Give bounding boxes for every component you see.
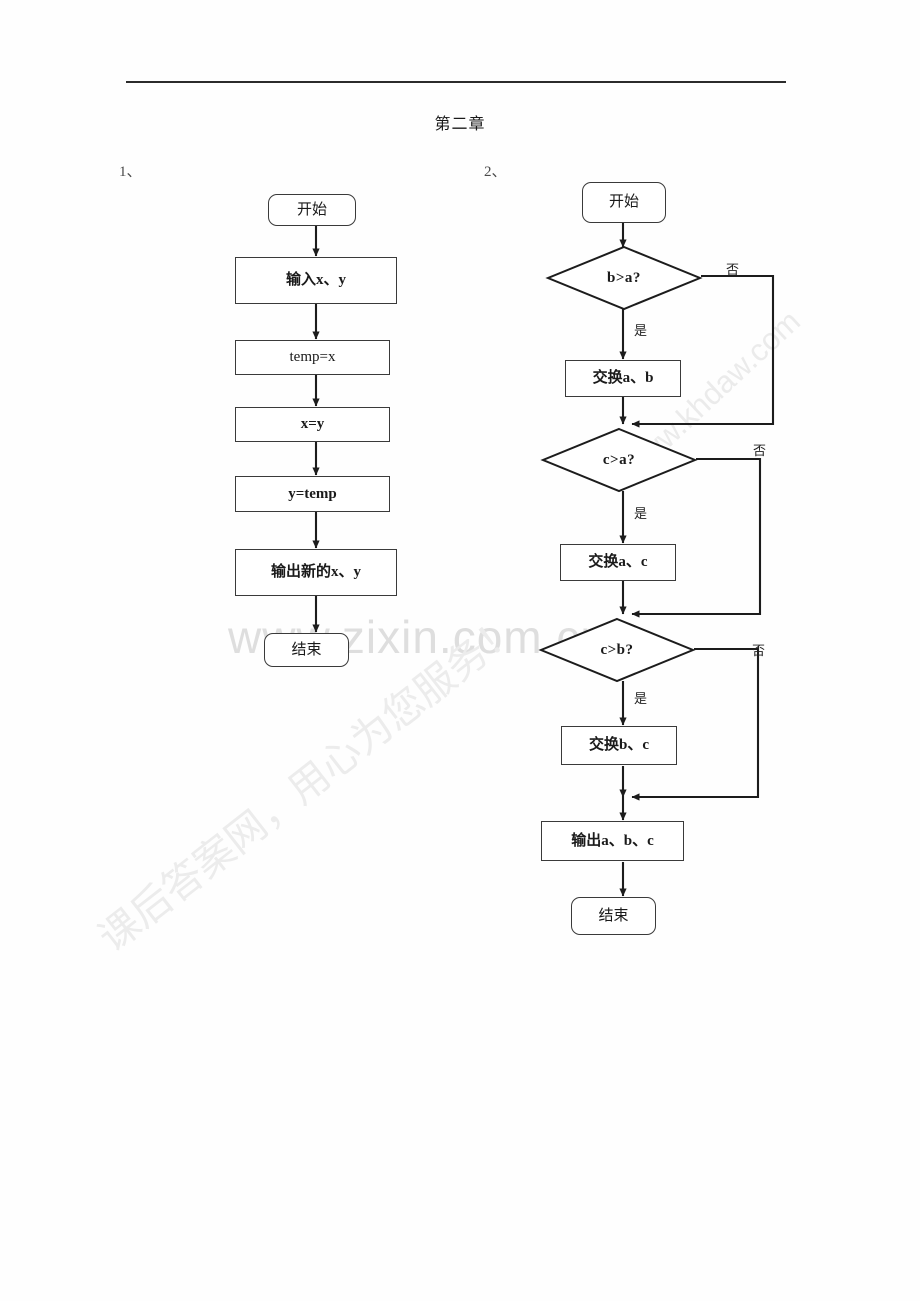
node-decision-b-gt-a: b>a? [545, 245, 703, 311]
edge-label-yes-c-gt-a: 是 [634, 506, 648, 521]
node-input-xy: 输入x、y [235, 257, 397, 304]
node-swap-b-c-label: 交换b、c [588, 737, 649, 754]
node-y-assign-label: y=temp [288, 485, 337, 502]
node-start: 开始 [582, 182, 666, 223]
flowchart-2: 开始 b>a? 否 是 交换a、b c>a? 否 是 交换a、c c>b? 否 … [460, 0, 920, 980]
node-end: 结束 [264, 633, 349, 667]
node-x-assign-label: x=y [300, 416, 325, 433]
node-end: 结束 [571, 897, 656, 935]
node-end-label: 结束 [291, 641, 322, 658]
edge-label-no-c-gt-a: 否 [753, 443, 767, 458]
node-start-label: 开始 [296, 201, 327, 218]
flowchart-1: 开始 输入x、y temp=x x=y y=temp 输出新的x、y 结束 [0, 0, 460, 720]
node-swap-a-c-label: 交换a、c [588, 554, 648, 571]
header-rule [126, 81, 786, 83]
flowchart-2-connectors [619, 223, 775, 897]
node-output-abc-label: 输出a、b、c [571, 832, 654, 849]
edge-label-yes-c-gt-b: 是 [634, 691, 648, 706]
item-number-1: 1、 [119, 164, 142, 180]
node-decision-c-gt-b: c>b? [538, 617, 696, 683]
node-swap-a-b: 交换a、b [565, 360, 681, 397]
node-x-assign: x=y [235, 407, 390, 442]
node-swap-b-c: 交换b、c [561, 726, 677, 765]
node-decision-c-gt-b-label: c>b? [600, 641, 634, 658]
node-temp-assign: temp=x [235, 340, 390, 375]
node-start: 开始 [268, 194, 356, 226]
node-swap-a-c: 交换a、c [560, 544, 676, 581]
node-output-abc: 输出a、b、c [541, 821, 684, 861]
node-start-label: 开始 [608, 194, 639, 211]
flowchart-1-connectors [312, 226, 320, 633]
edge-label-yes-b-gt-a: 是 [634, 323, 648, 338]
edge-label-no-b-gt-a: 否 [726, 262, 740, 277]
node-temp-assign-label: temp=x [289, 349, 336, 366]
node-decision-c-gt-a: c>a? [540, 427, 698, 493]
node-decision-b-gt-a-label: b>a? [607, 269, 641, 286]
page-title: 第二章 [434, 116, 486, 133]
node-input-xy-label: 输入x、y [285, 272, 346, 289]
node-decision-c-gt-a-label: c>a? [602, 451, 636, 468]
node-y-assign: y=temp [235, 476, 390, 512]
item-number-2: 2、 [484, 164, 507, 180]
edge-label-no-c-gt-b: 否 [752, 643, 766, 658]
node-output-new-xy: 输出新的x、y [235, 549, 397, 596]
node-end-label: 结束 [598, 907, 629, 924]
node-output-new-xy-label: 输出新的x、y [270, 564, 361, 581]
node-swap-a-b-label: 交换a、b [592, 370, 654, 387]
